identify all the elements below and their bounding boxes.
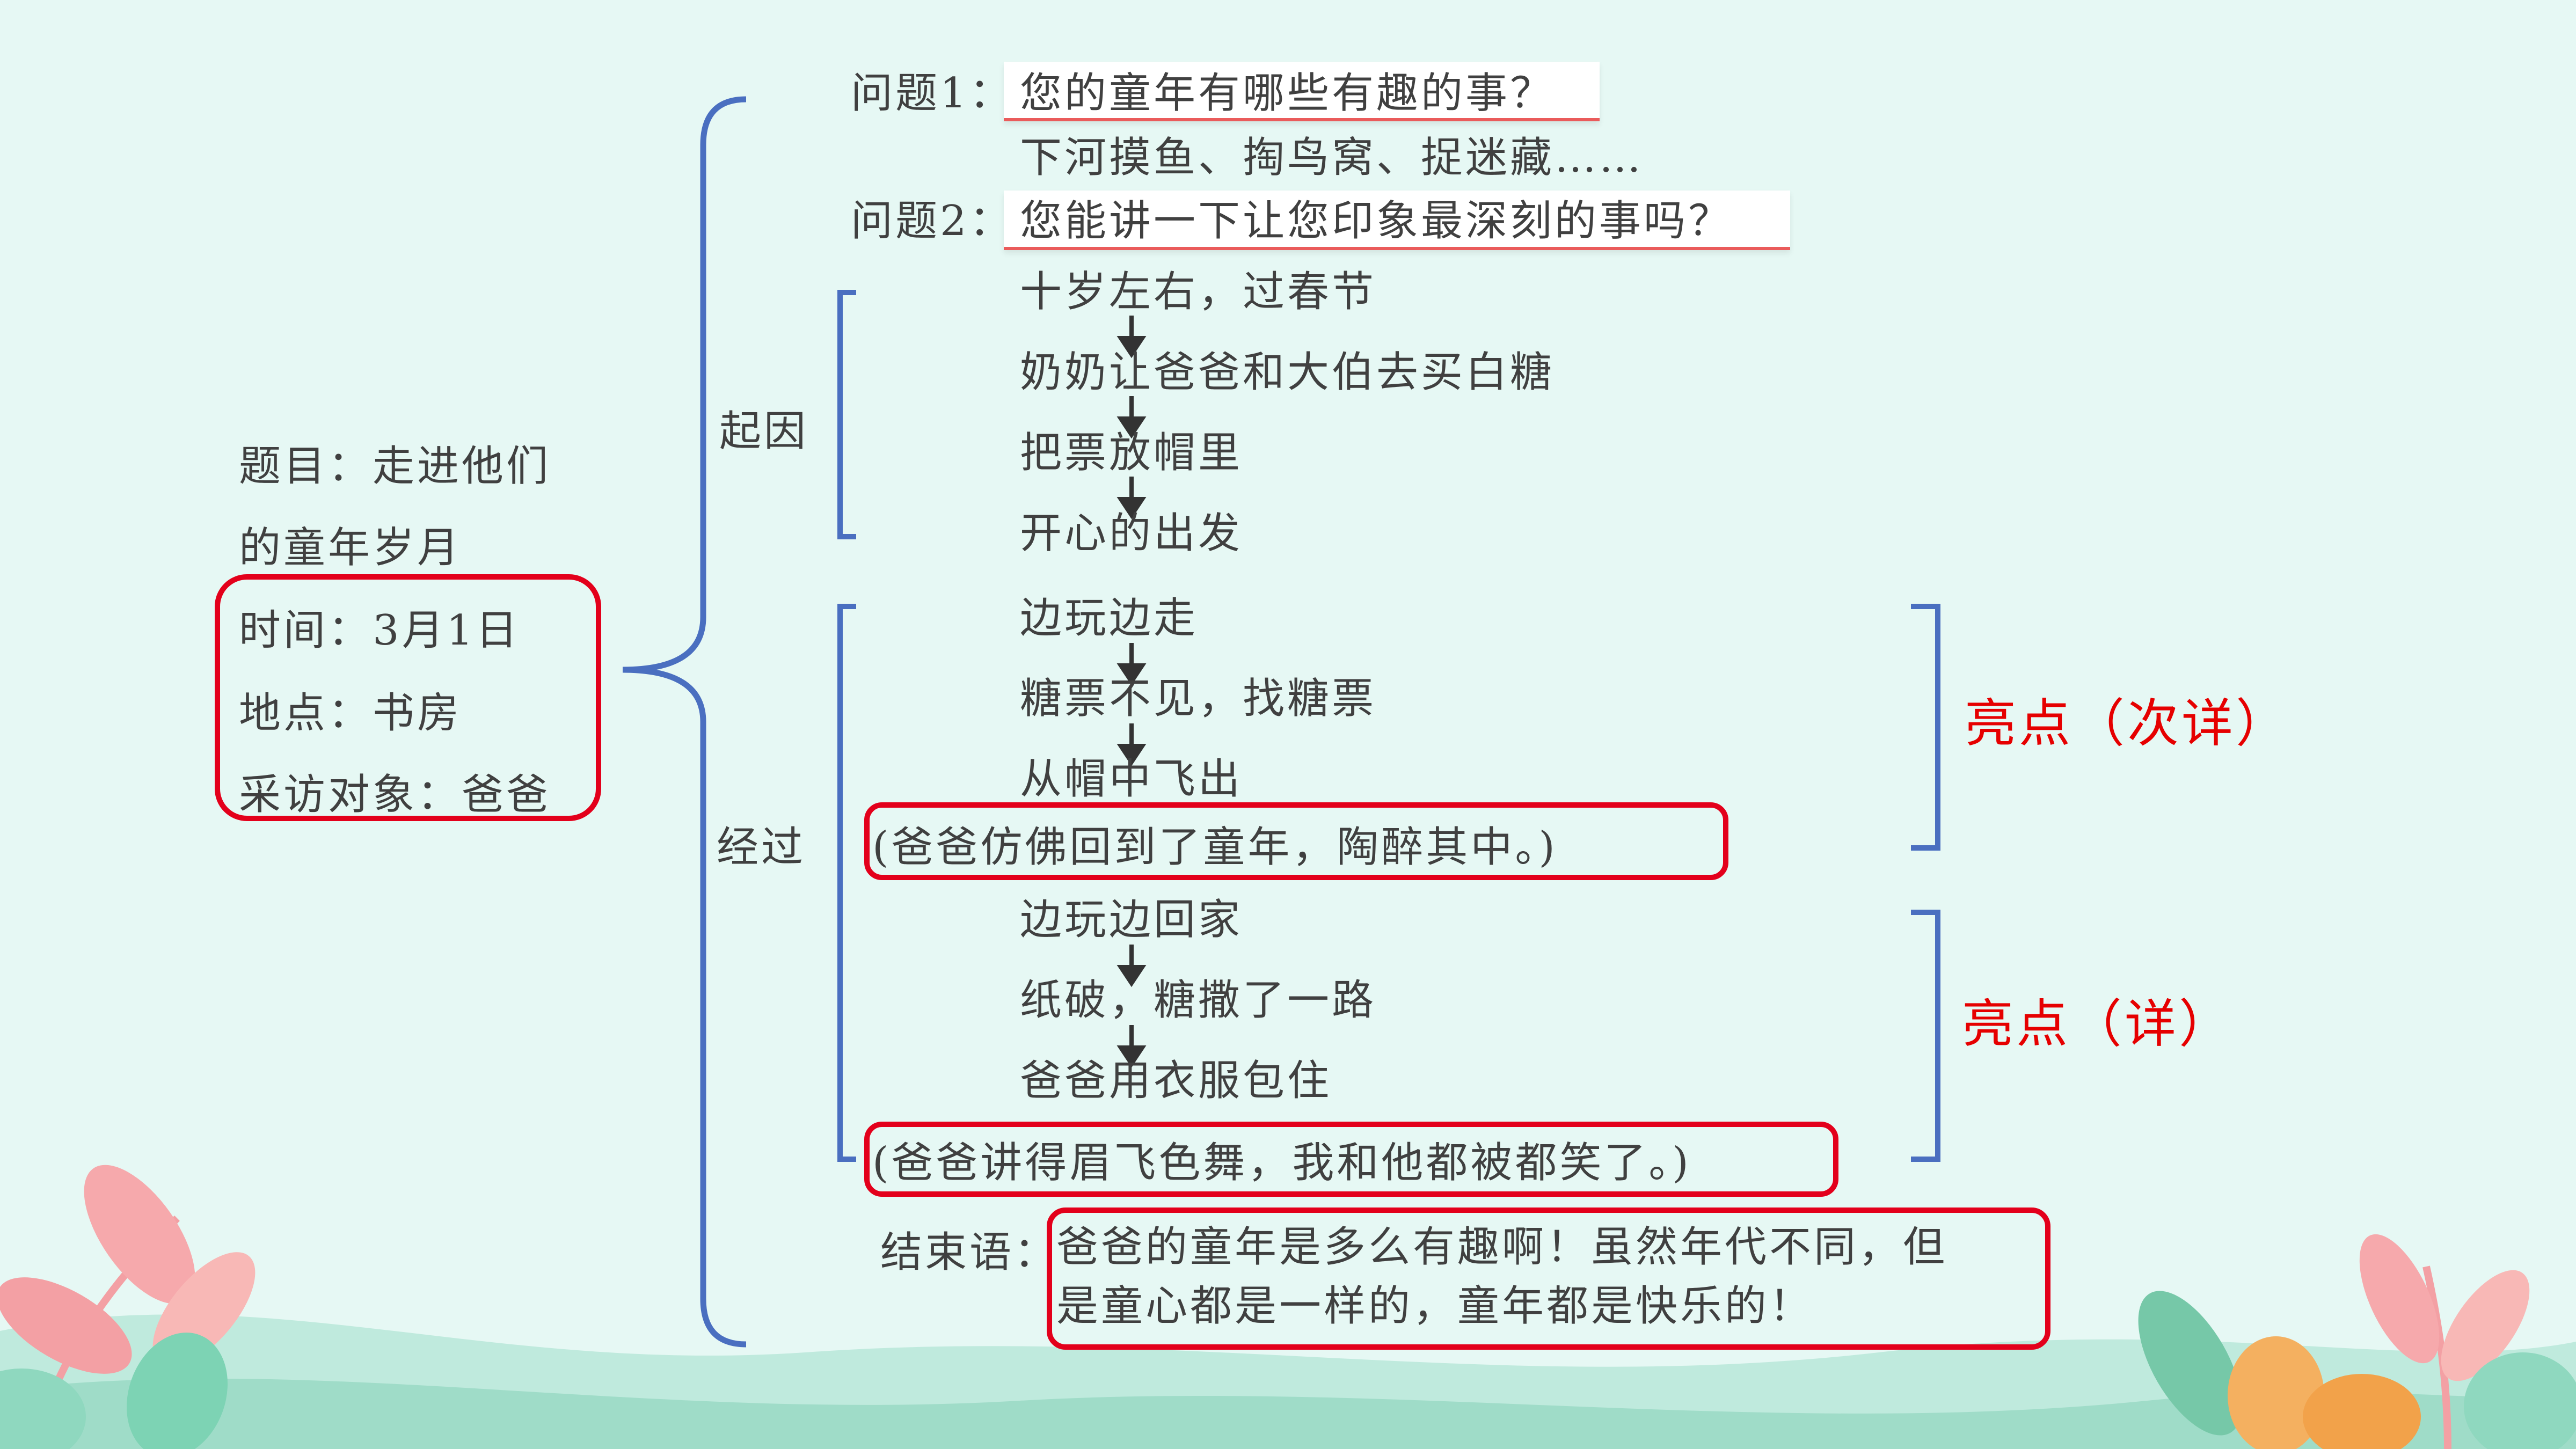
process-step-6: 爸爸用衣服包住	[1020, 1057, 1332, 1105]
highlight-label-2: 亮点（详）	[1962, 994, 2233, 1054]
process-step-3: 从帽中飞出	[1020, 755, 1243, 803]
process-note-1: (爸爸仿佛回到了童年，陶醉其中。)	[872, 823, 1558, 872]
ending-label: 结束语：	[880, 1228, 1059, 1277]
q1-highlight	[1004, 62, 1600, 121]
q2-highlight	[1004, 191, 1790, 250]
ending-frame	[1047, 1208, 2050, 1350]
info-time: 时间：3月1日	[239, 606, 521, 655]
info-title-line1: 题目：走进他们	[239, 442, 551, 491]
cause-step-3: 把票放帽里	[1020, 429, 1243, 477]
highlight-bracket-1	[1911, 604, 1940, 851]
cause-step-1: 十岁左右，过春节	[1020, 268, 1377, 316]
leaf-cluster-left	[0, 1165, 256, 1449]
process-step-5: 纸破，糖撒了一路	[1020, 976, 1377, 1024]
process-label: 经过	[717, 823, 806, 872]
main-brace	[622, 96, 747, 1348]
ending-line-1: 爸爸的童年是多么有趣啊！虽然年代不同，但	[1056, 1223, 1948, 1271]
cause-label: 起因	[719, 407, 809, 456]
cause-step-2: 奶奶让爸爸和大伯去买白糖	[1020, 348, 1555, 397]
wave-front	[0, 1378, 2576, 1449]
leaf-cluster-right	[2138, 1234, 2576, 1449]
process-step-4: 边玩边回家	[1020, 896, 1243, 944]
flow-arrows	[1116, 316, 1147, 1068]
q1-answer: 下河摸鱼、掏鸟窝、捉迷藏……	[1020, 134, 1644, 182]
process-step-1: 边玩边走	[1020, 594, 1199, 642]
q2-label: 问题2：	[851, 197, 1014, 245]
cause-bracket	[837, 290, 856, 539]
info-subject: 采访对象：爸爸	[239, 771, 551, 819]
note1-frame	[864, 802, 1728, 880]
ending-line-2: 是童心都是一样的，童年都是快乐的！	[1056, 1282, 1814, 1330]
process-note-2: (爸爸讲得眉飞色舞，我和他都被都笑了。)	[872, 1139, 1691, 1187]
process-bracket	[837, 604, 856, 1162]
info-title-line2: 的童年岁月	[239, 524, 462, 572]
process-step-2: 糖票不见，找糖票	[1020, 675, 1377, 723]
q1-text: 您的童年有哪些有趣的事？	[1020, 69, 1555, 118]
cause-step-4: 开心的出发	[1020, 509, 1243, 558]
info-frame	[215, 574, 601, 821]
highlight-label-1: 亮点（次详）	[1965, 693, 2290, 753]
info-place: 地点：书房	[239, 689, 462, 737]
q1-label: 问题1：	[851, 69, 1014, 118]
q2-text: 您能讲一下让您印象最深刻的事吗？	[1020, 197, 1733, 245]
note2-frame	[864, 1122, 1838, 1197]
highlight-bracket-2	[1911, 910, 1940, 1162]
